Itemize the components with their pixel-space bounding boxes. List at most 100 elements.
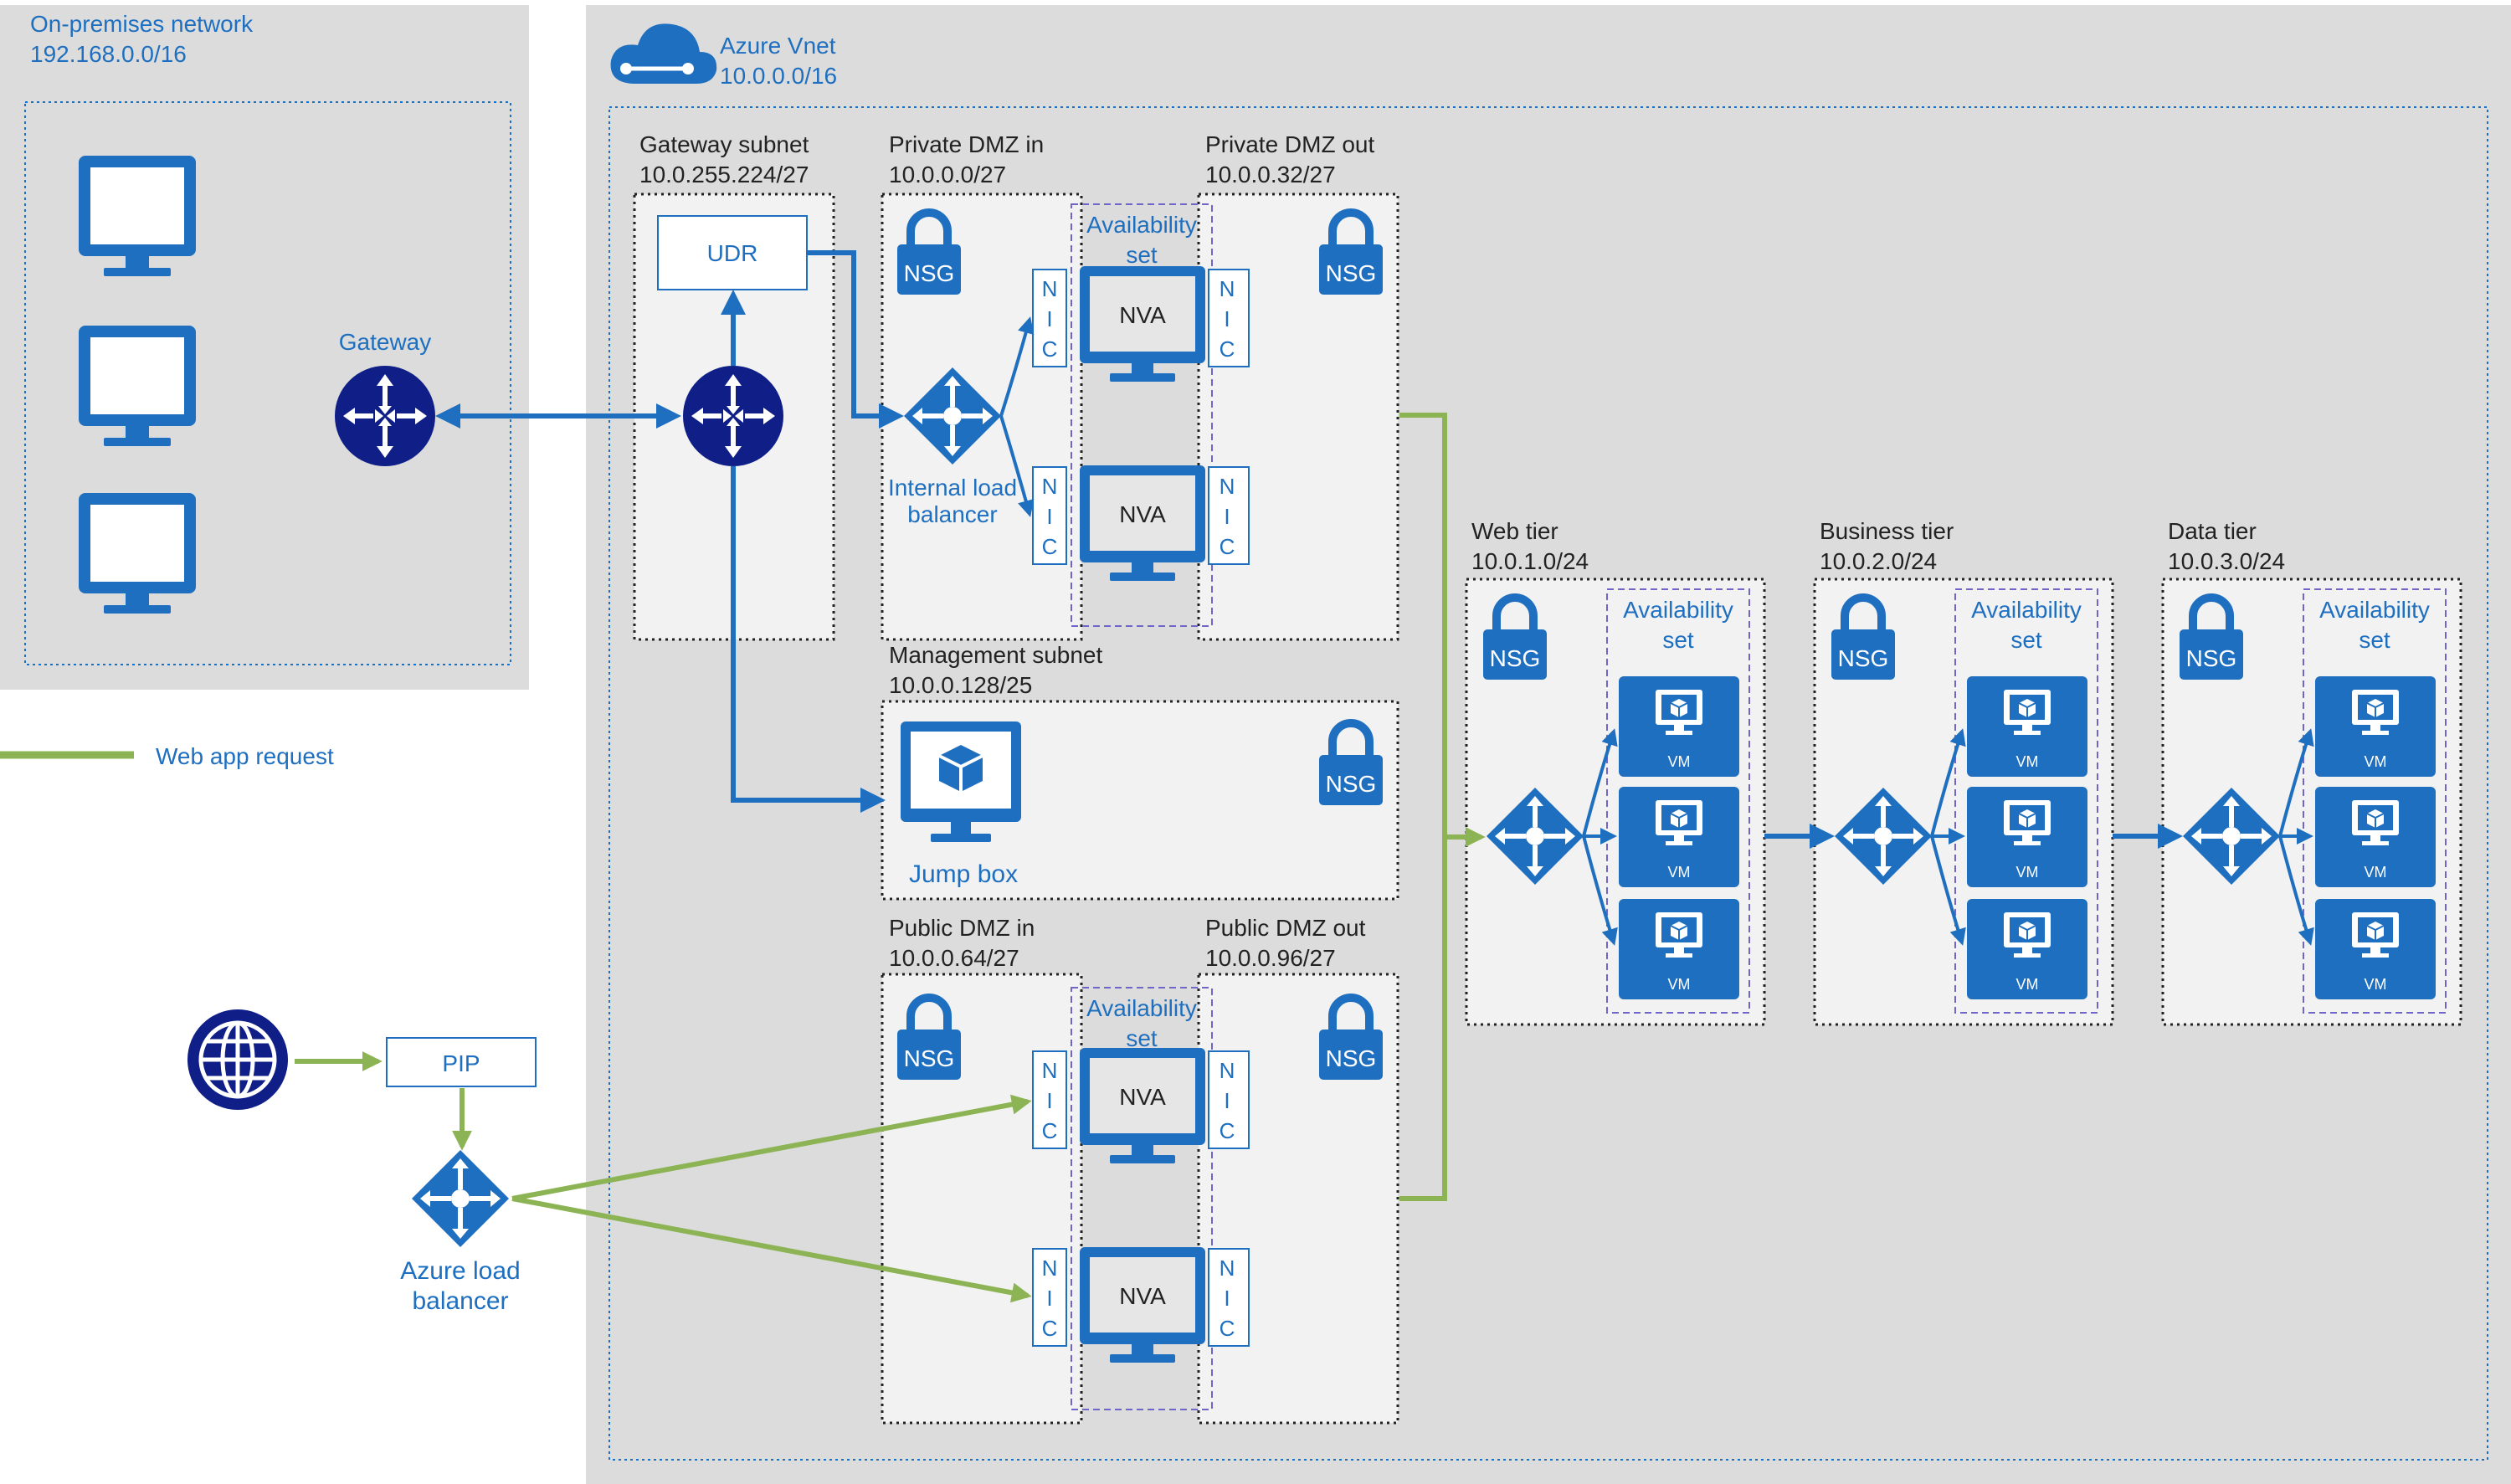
- internet-entry: PIP Azure load balancer: [187, 1009, 537, 1315]
- svg-text:I: I: [1224, 1088, 1230, 1113]
- nic-box: N I C: [1032, 269, 1067, 367]
- private-dmz-out-title: Private DMZ out: [1205, 131, 1374, 157]
- svg-text:I: I: [1046, 306, 1052, 331]
- onprem-title: On-premises network: [30, 11, 254, 37]
- udr-to-ilb: [807, 250, 904, 429]
- vm-icon: VM: [2314, 786, 2437, 888]
- nsg-locks: NSG NSG NSG NSG NSG NSG NSG NSG: [897, 213, 2243, 1080]
- svg-text:I: I: [1046, 1088, 1052, 1113]
- svg-text:NSG: NSG: [904, 1045, 955, 1071]
- svg-text:VM: VM: [2016, 753, 2039, 770]
- data-availability-set-line2: set: [2359, 627, 2390, 653]
- vm-icon: VM: [1618, 898, 1740, 1000]
- nsg-lock-icon: NSG: [897, 213, 961, 295]
- nsg-lock-icon: NSG: [1831, 598, 1895, 680]
- svg-text:NVA: NVA: [1119, 302, 1166, 328]
- svg-text:N: N: [1220, 1255, 1235, 1281]
- azure-load-balancer-icon: [412, 1150, 509, 1247]
- vnet-cidr: 10.0.0.0/16: [720, 63, 837, 89]
- nsg-lock-icon: NSG: [1319, 213, 1383, 295]
- legend-web-app-request: Web app request: [156, 743, 334, 769]
- svg-text:I: I: [1224, 504, 1230, 529]
- ilb-label-line1: Internal load: [888, 475, 1017, 501]
- vm-icon: VM: [2314, 898, 2437, 1000]
- nsg-lock-icon: NSG: [1319, 723, 1383, 805]
- nic-boxes: N I C N I C N I C N I C N I C: [1032, 269, 1250, 1347]
- nic-box: N I C: [1032, 466, 1067, 565]
- ilb-to-nva-bottom: [999, 415, 1035, 517]
- svg-text:C: C: [1220, 1118, 1235, 1143]
- business-availability-set-border: [1954, 588, 2098, 1014]
- vnet-title: Azure Vnet: [720, 33, 836, 59]
- nva-monitor-icon: NVA: [1080, 465, 1205, 581]
- svg-text:NSG: NSG: [1326, 771, 1377, 797]
- private-dmz-in-title: Private DMZ in: [889, 131, 1044, 157]
- private-dmz-in-cidr: 10.0.0.0/27: [889, 162, 1006, 187]
- gateway-to-jumpbox: [731, 466, 886, 813]
- alb-to-nva-bottom: [511, 1196, 1032, 1303]
- public-dmz-in-title: Public DMZ in: [889, 915, 1035, 941]
- public-dmz-availability-set-border: [1071, 987, 1213, 1410]
- alb-label-line1: Azure load: [400, 1257, 520, 1285]
- vm-icon: VM: [2314, 675, 2437, 778]
- vm-icon: VM: [1618, 786, 1740, 888]
- nsg-lock-icon: NSG: [1319, 998, 1383, 1080]
- jump-box: Jump box: [901, 721, 1021, 888]
- nic-box: N I C: [1208, 269, 1250, 367]
- vm-icon: VM: [1966, 786, 2088, 888]
- svg-text:I: I: [1046, 504, 1052, 529]
- web-tier-content: Availability set VM VM VM: [1487, 588, 1750, 1014]
- management-subnet-cidr: 10.0.0.128/25: [889, 672, 1032, 698]
- svg-text:C: C: [1220, 336, 1235, 362]
- vnet-gateway-router-icon: [683, 366, 783, 466]
- nic-box: N I C: [1208, 466, 1250, 565]
- public-dmz-in-cidr: 10.0.0.64/27: [889, 945, 1019, 971]
- svg-text:VM: VM: [2365, 864, 2387, 881]
- cloud-icon: [610, 23, 717, 84]
- web-availability-set-border: [1606, 588, 1750, 1014]
- udr-label: UDR: [707, 240, 758, 266]
- private-availability-set-line2: set: [1126, 242, 1158, 268]
- ilb-label-line2: balancer: [907, 501, 997, 527]
- data-tier-content: Availability set VM VM VM: [2183, 588, 2447, 1014]
- svg-text:I: I: [1224, 1286, 1230, 1311]
- legend: Web app request: [0, 743, 334, 769]
- svg-text:VM: VM: [2016, 976, 2039, 993]
- dmz-out-bracket: [1399, 413, 1447, 1201]
- alb-to-nva-top: [511, 1094, 1032, 1201]
- business-tier-title: Business tier: [1820, 518, 1954, 544]
- svg-text:C: C: [1042, 534, 1058, 559]
- web-availability-set-line2: set: [1662, 627, 1694, 653]
- pip-label: PIP: [442, 1050, 480, 1076]
- svg-text:VM: VM: [2365, 753, 2387, 770]
- svg-text:N: N: [1220, 474, 1235, 499]
- svg-text:N: N: [1042, 276, 1058, 301]
- svg-text:I: I: [1046, 1286, 1052, 1311]
- public-availability-set-line2: set: [1126, 1025, 1158, 1051]
- nsg-lock-icon: NSG: [897, 998, 961, 1080]
- vm-icon: VM: [1966, 898, 2088, 1000]
- web-request-path: [295, 413, 1486, 1303]
- jumpbox-monitor-icon: [901, 721, 1021, 842]
- public-availability-set-line1: Availability: [1086, 995, 1197, 1021]
- internal-load-balancer: Internal load balancer: [888, 367, 1017, 527]
- svg-text:N: N: [1042, 1255, 1058, 1281]
- svg-text:VM: VM: [1668, 976, 1691, 993]
- data-availability-set-border: [2303, 588, 2447, 1014]
- public-dmz-out-title: Public DMZ out: [1205, 915, 1366, 941]
- gateway-subnet-cidr: 10.0.255.224/27: [639, 162, 809, 187]
- business-availability-set-line1: Availability: [1971, 597, 2082, 623]
- svg-text:N: N: [1042, 1058, 1058, 1083]
- gateway-subnet-title: Gateway subnet: [639, 131, 809, 157]
- public-dmz-out-cidr: 10.0.0.96/27: [1205, 945, 1336, 971]
- svg-text:NSG: NSG: [904, 260, 955, 286]
- svg-text:VM: VM: [2365, 976, 2387, 993]
- web-availability-set-line1: Availability: [1623, 597, 1733, 623]
- alb-label-line2: balancer: [412, 1287, 508, 1315]
- nic-box: N I C: [1032, 1050, 1067, 1149]
- business-tier-cidr: 10.0.2.0/24: [1820, 548, 1937, 574]
- svg-text:NSG: NSG: [1326, 1045, 1377, 1071]
- ilb-fanout: [999, 316, 1035, 517]
- gateway-label: Gateway: [339, 329, 432, 355]
